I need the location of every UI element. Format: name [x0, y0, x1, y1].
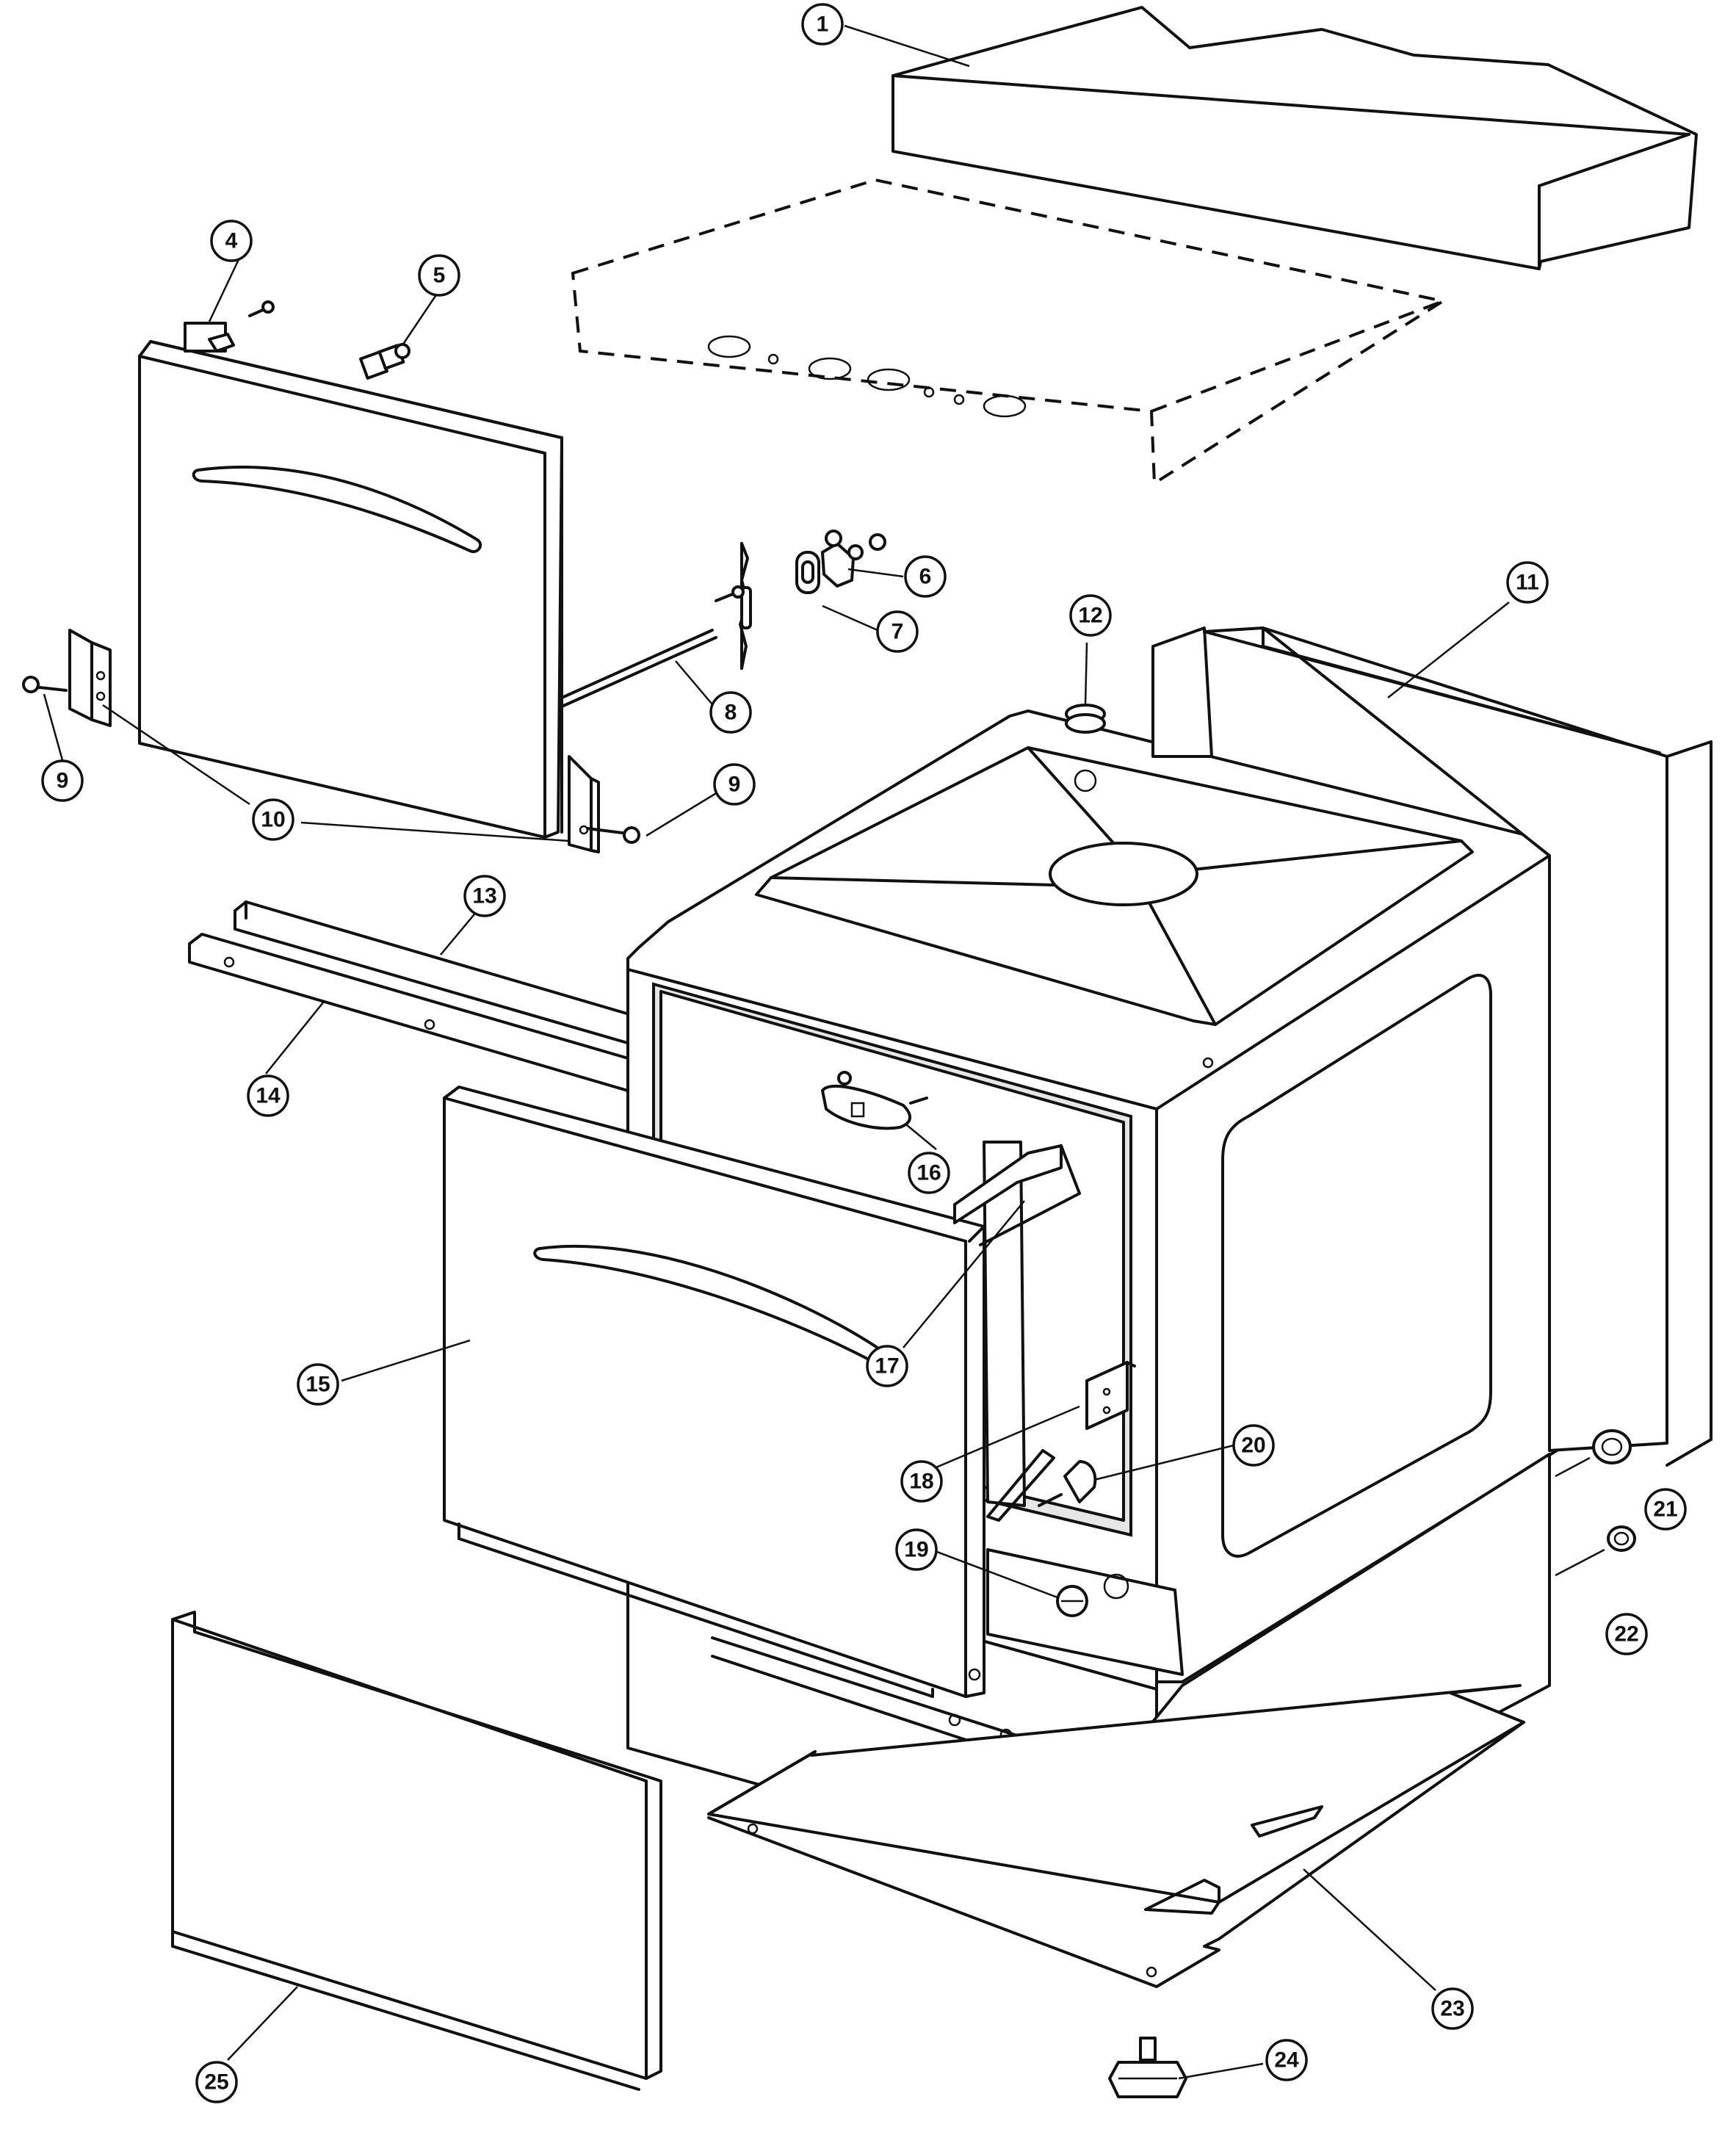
svg-text:9: 9 — [57, 769, 69, 793]
callout-15: 15 — [297, 1363, 339, 1406]
part-12-cap — [1065, 704, 1106, 734]
part-8-rod — [560, 629, 717, 708]
callout-16: 16 — [908, 1152, 950, 1194]
callout-24: 24 — [1265, 2039, 1308, 2081]
parts-21-22-grommets — [1555, 1429, 1636, 1577]
callout-10: 10 — [252, 798, 294, 841]
callout-4: 4 — [210, 220, 253, 262]
parts-13-14-rails — [188, 900, 728, 1110]
upper-door — [138, 340, 563, 839]
callout-14: 14 — [247, 1074, 289, 1117]
callout-9-right: 9 — [713, 763, 756, 806]
parts-9-10-hinges — [22, 629, 640, 853]
part-1-top-cover — [891, 6, 1698, 270]
part-5-fitting — [359, 343, 411, 380]
part-18-small-bracket — [986, 1361, 1136, 1522]
svg-text:25: 25 — [204, 2070, 228, 2095]
part-23-base-plate — [707, 1684, 1525, 1988]
callout-8: 8 — [709, 691, 752, 734]
svg-text:8: 8 — [725, 701, 737, 725]
svg-text:17: 17 — [875, 1354, 899, 1379]
callout-25: 25 — [195, 2061, 238, 2103]
svg-text:10: 10 — [261, 808, 285, 832]
callout-23: 23 — [1431, 1987, 1474, 2030]
svg-text:24: 24 — [1274, 2048, 1299, 2073]
svg-text:20: 20 — [1241, 1434, 1265, 1458]
callout-21: 21 — [1644, 1488, 1687, 1531]
part-25-kick-panel — [171, 1611, 662, 2091]
svg-text:12: 12 — [1078, 604, 1102, 628]
svg-text:6: 6 — [919, 565, 932, 589]
svg-text:16: 16 — [916, 1161, 941, 1185]
svg-text:23: 23 — [1440, 1997, 1464, 2021]
svg-text:22: 22 — [1614, 1622, 1638, 1647]
svg-text:9: 9 — [728, 773, 741, 797]
svg-text:14: 14 — [256, 1084, 281, 1108]
svg-text:11: 11 — [1516, 571, 1539, 595]
callout-18: 18 — [900, 1460, 943, 1503]
part-4-clip — [184, 300, 275, 353]
callout-9-left: 9 — [41, 759, 84, 802]
svg-text:15: 15 — [305, 1373, 330, 1397]
svg-text:18: 18 — [909, 1470, 933, 1494]
callout-19: 19 — [895, 1528, 938, 1571]
callout-20: 20 — [1232, 1424, 1275, 1467]
parts-6-7-hinge-hardware — [715, 530, 886, 670]
callout-12: 12 — [1069, 594, 1112, 637]
part-24-leveling-foot — [1108, 2037, 1187, 2098]
part-15-lower-door — [443, 1085, 985, 1698]
callout-1: 1 — [801, 3, 844, 46]
svg-text:1: 1 — [817, 12, 829, 37]
callout-22: 22 — [1605, 1613, 1648, 1655]
part-11-rear-panel — [1151, 626, 1713, 1467]
callout-17: 17 — [866, 1345, 908, 1387]
leader-lines — [43, 24, 1510, 2080]
svg-text:19: 19 — [904, 1538, 928, 1562]
part-16-knob — [821, 1071, 928, 1130]
control-panel-dashed — [571, 178, 1447, 486]
svg-text:7: 7 — [891, 620, 904, 644]
part-20-knob — [1038, 1460, 1097, 1507]
callout-6: 6 — [904, 555, 947, 598]
svg-text:13: 13 — [472, 884, 496, 908]
callout-11: 11 — [1506, 561, 1549, 604]
svg-text:5: 5 — [433, 264, 446, 288]
part-19-knob — [1056, 1585, 1088, 1617]
callout-5: 5 — [418, 254, 460, 297]
callout-13: 13 — [463, 875, 506, 917]
svg-text:4: 4 — [225, 229, 238, 253]
svg-text:21: 21 — [1653, 1498, 1677, 1522]
part-17-bracket — [953, 1144, 1081, 1246]
callout-7: 7 — [876, 610, 919, 653]
